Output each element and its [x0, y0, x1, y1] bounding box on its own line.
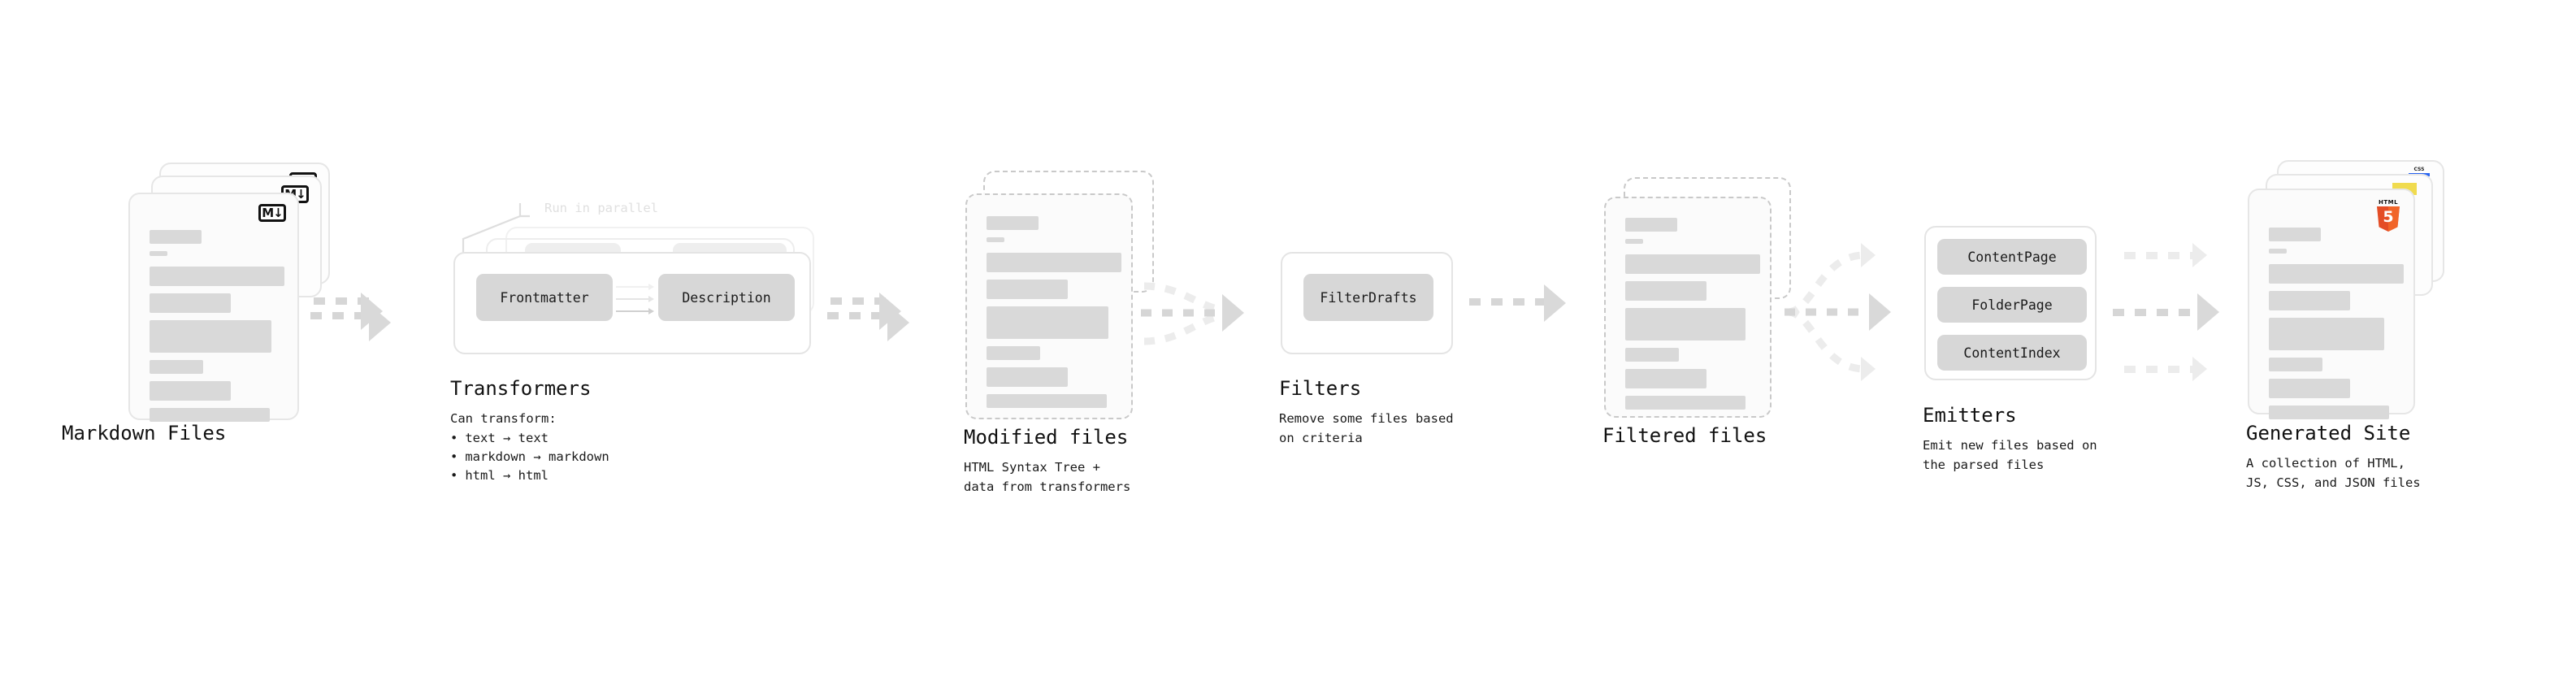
bracket-icon — [462, 203, 530, 257]
arrow-head-top — [1861, 243, 1876, 267]
arrow-head-bottom — [1861, 357, 1876, 381]
generated-site-caption: Generated Site A collection of HTML, JS,… — [2246, 423, 2421, 492]
modified-file-card-front — [965, 193, 1133, 419]
transformers-caption: Transformers Can transform: text → text … — [450, 378, 609, 485]
markdown-file-card-front: M↓ — [128, 193, 299, 422]
inner-arrow-1 — [616, 308, 655, 314]
arrow-filters-to-filtered — [1469, 284, 1583, 322]
converging-dashed-path — [1141, 282, 1226, 345]
css-label: CSS — [2413, 167, 2425, 172]
list-item: markdown → markdown — [450, 448, 609, 466]
transformers-box: Frontmatter Description — [453, 252, 811, 354]
arrow-head-mid — [1869, 293, 1891, 331]
html5-logo-icon: HTML 5 — [2374, 200, 2402, 232]
generated-site-title: Generated Site — [2246, 422, 2411, 445]
list-item: html → html — [450, 466, 609, 485]
filters-title: Filters — [1279, 377, 1362, 400]
emitters-subtitle: Emit new files based on the parsed files — [1923, 438, 2097, 472]
emitters-caption: Emitters Emit new files based on the par… — [1923, 405, 2097, 475]
transformer-chip-description[interactable]: Description — [658, 274, 795, 321]
filtered-files-caption: Filtered files — [1602, 424, 1767, 447]
inner-arrow-2 — [616, 296, 655, 302]
emitters-box: ContentPage FolderPage ContentIndex — [1924, 226, 2097, 380]
modified-files-caption: Modified files HTML Syntax Tree + data f… — [964, 427, 1130, 497]
html5-label: HTML — [2378, 199, 2399, 206]
generated-site-card-front: HTML 5 — [2248, 189, 2415, 419]
list-item: text → text — [450, 429, 609, 448]
transformers-bullet-list: text → text markdown → markdown html → h… — [450, 429, 609, 486]
transformers-title: Transformers — [450, 377, 592, 400]
filters-subtitle: Remove some files based on criteria — [1279, 411, 1454, 445]
arrow-transformers-to-modified — [827, 291, 917, 341]
document-placeholder-bars — [987, 216, 1121, 415]
emitter-chip-contentindex[interactable]: ContentIndex — [1937, 335, 2087, 371]
emitter-chip-contentpage[interactable]: ContentPage — [1937, 239, 2087, 275]
inner-arrow-3 — [616, 284, 655, 290]
emitter-chip-folderpage[interactable]: FolderPage — [1937, 287, 2087, 323]
document-placeholder-bars — [2269, 228, 2404, 427]
modified-files-subtitle: HTML Syntax Tree + data from transformer… — [964, 460, 1131, 494]
document-placeholder-bars — [150, 230, 284, 429]
html5-number: 5 — [2383, 208, 2394, 226]
filtered-file-card-front — [1604, 197, 1772, 418]
branching-dashed-path — [1785, 251, 1874, 373]
transformers-subtitle-lead: Can transform: — [450, 411, 557, 427]
filtered-files-title: Filtered files — [1602, 424, 1767, 447]
run-in-parallel-label: Run in parallel — [544, 201, 658, 215]
markdown-logo-icon: M↓ — [258, 204, 286, 222]
html5-shield: 5 — [2377, 206, 2400, 232]
filters-box: FilterDrafts — [1281, 252, 1453, 354]
document-placeholder-bars — [1625, 218, 1760, 417]
arrow-filtered-to-emitters — [1785, 234, 1931, 388]
arrow-markdown-to-transformers — [310, 291, 397, 341]
filter-chip-filterdrafts[interactable]: FilterDrafts — [1303, 274, 1433, 321]
transformer-chip-frontmatter[interactable]: Frontmatter — [476, 274, 613, 321]
run-in-parallel-bracket — [460, 200, 541, 257]
filters-caption: Filters Remove some files based on crite… — [1279, 378, 1454, 448]
modified-files-title: Modified files — [964, 426, 1129, 449]
arrow-modified-to-filters — [1141, 268, 1271, 358]
generated-site-subtitle: A collection of HTML, JS, CSS, and JSON … — [2246, 456, 2421, 490]
arrow-emitters-to-site — [2113, 234, 2251, 388]
emitters-title: Emitters — [1923, 404, 2017, 427]
markdown-files-title-standalone: Markdown Files — [62, 422, 227, 445]
